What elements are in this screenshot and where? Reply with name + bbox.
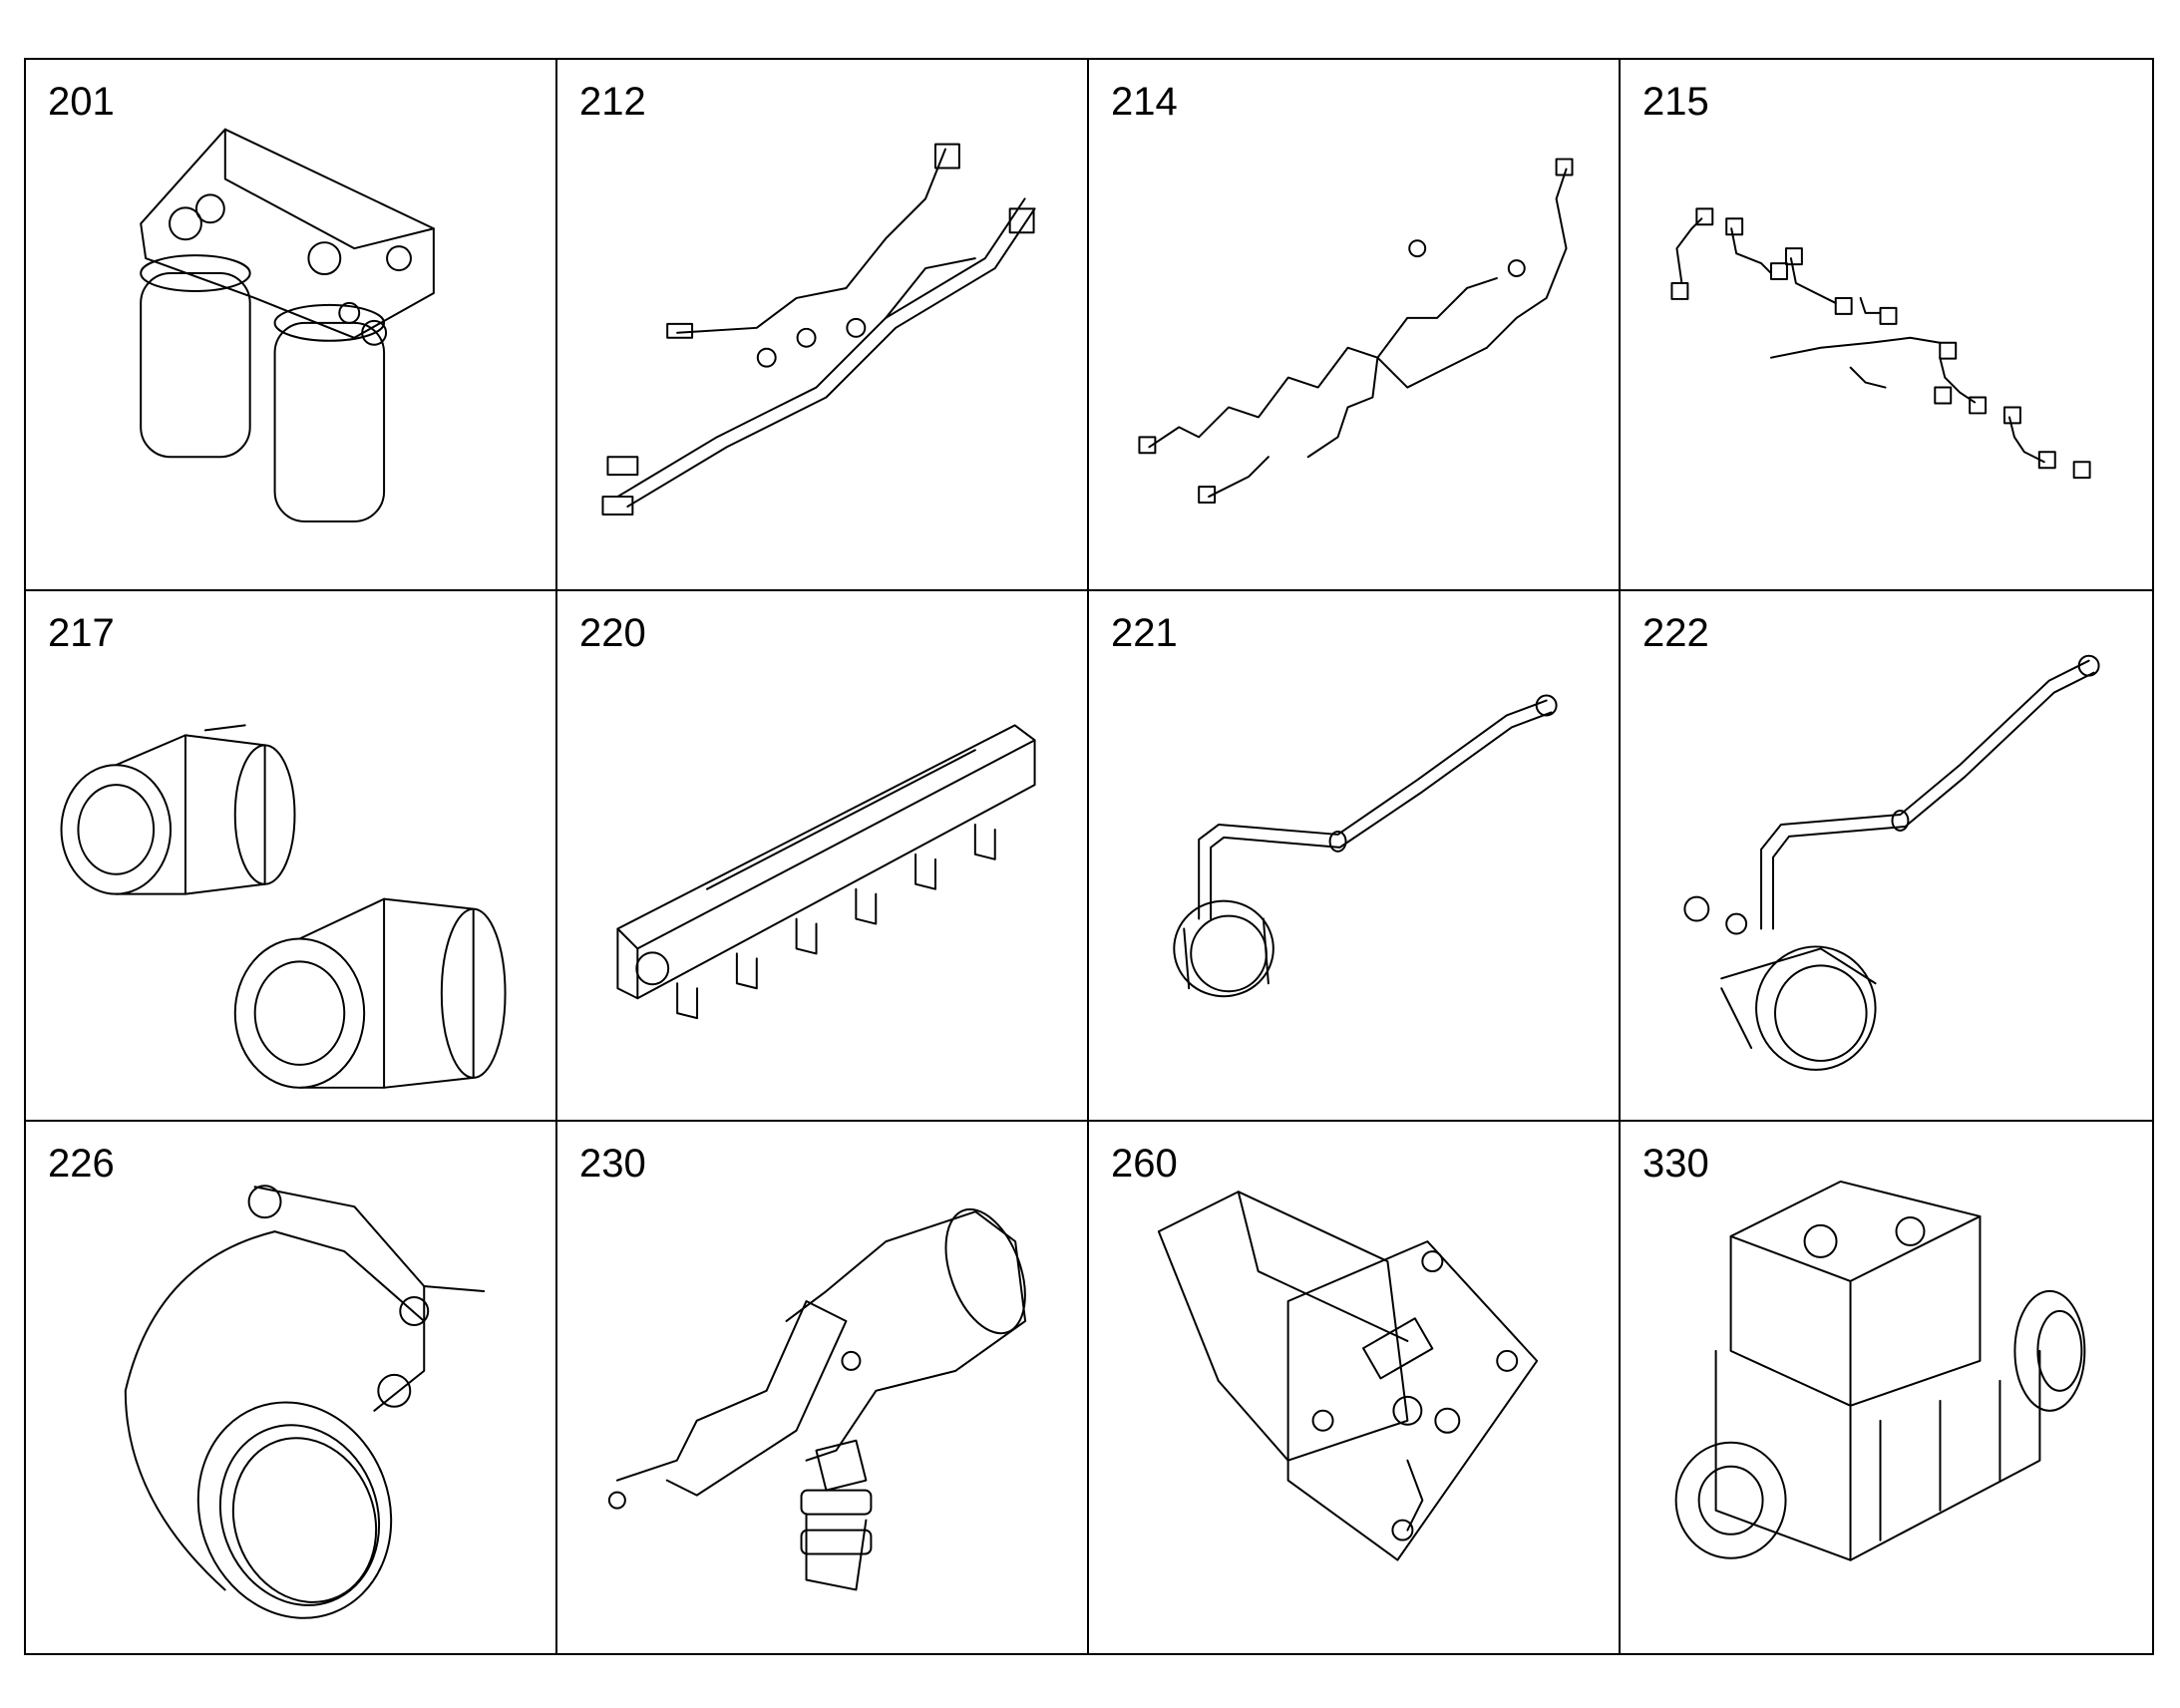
part-cell-330[interactable]: 330 [1621, 1122, 2152, 1653]
part-cell-221[interactable]: 221 [1089, 590, 1621, 1123]
parts-grid: 201 212 [24, 58, 2154, 1655]
part-cell-226[interactable]: 226 [26, 1122, 557, 1653]
part-number: 201 [48, 80, 115, 124]
part-number: 217 [48, 610, 115, 655]
air-compressor-icon [1621, 1122, 2152, 1653]
part-cell-215[interactable]: 215 [1621, 60, 2152, 591]
part-cell-212[interactable]: 212 [557, 60, 1089, 591]
sensor-harness-icon [1089, 60, 1619, 589]
part-number: 222 [1642, 610, 1709, 655]
part-cell-222[interactable]: 222 [1621, 591, 2152, 1123]
part-number: 214 [1111, 80, 1178, 124]
mounting-plate-icon [1089, 1122, 1619, 1653]
injector-leads-icon [1621, 60, 2152, 589]
air-duct-bracket-icon [557, 1122, 1087, 1653]
part-cell-201[interactable]: 201 [26, 60, 557, 591]
pipe-with-coupling-icon [1621, 591, 2152, 1121]
part-cell-260[interactable]: 260 [1089, 1122, 1621, 1653]
part-number: 260 [1111, 1142, 1178, 1187]
dual-fuel-filter-icon [26, 60, 555, 589]
wiring-harness-icon [557, 60, 1087, 589]
elbow-housing-icon [26, 1122, 555, 1653]
part-cell-230[interactable]: 230 [557, 1122, 1089, 1653]
part-number: 215 [1642, 80, 1709, 124]
part-number: 221 [1111, 610, 1178, 655]
part-number: 212 [579, 80, 646, 124]
pipe-with-clamp-icon [1089, 591, 1619, 1121]
part-number: 230 [579, 1142, 646, 1187]
hose-fittings-icon [26, 591, 555, 1121]
part-cell-220[interactable]: 220 [557, 590, 1089, 1123]
intake-manifold-icon [557, 591, 1087, 1121]
part-number: 226 [48, 1142, 115, 1187]
part-number: 220 [579, 610, 646, 655]
part-cell-217[interactable]: 217 [26, 590, 557, 1123]
part-number: 330 [1642, 1142, 1709, 1187]
part-cell-214[interactable]: 214 [1089, 60, 1621, 591]
